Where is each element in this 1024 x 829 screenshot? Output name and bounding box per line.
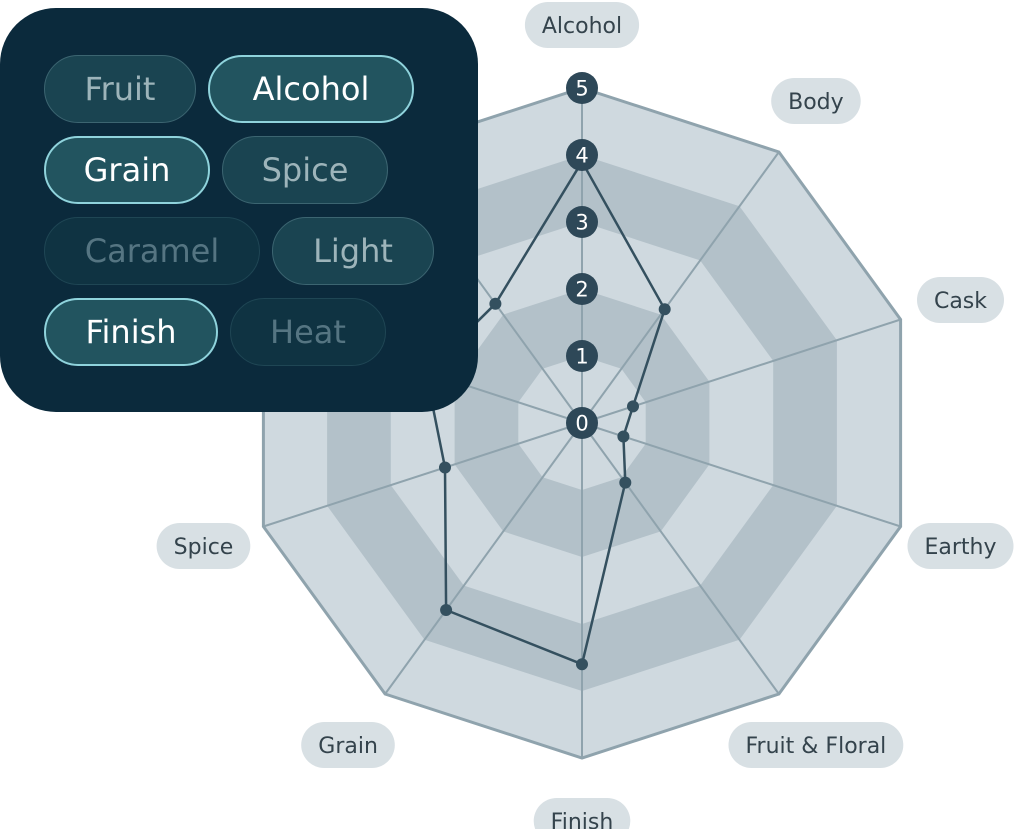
radar-ticks: 0 1 2 3 4 5 — [566, 72, 598, 439]
radar-tick-badge-2 — [566, 273, 598, 305]
axis-label-cask: Cask — [917, 277, 1004, 323]
svg-text:Spice: Spice — [174, 535, 234, 560]
radar-tick-badge-3 — [566, 206, 598, 238]
svg-text:Grain: Grain — [318, 734, 378, 759]
svg-text:Earthy: Earthy — [924, 535, 996, 560]
svg-text:Fruit & Floral: Fruit & Floral — [746, 734, 887, 759]
filter-chip-fruit[interactable]: Fruit — [44, 55, 196, 123]
axis-label-finish: Finish — [533, 798, 631, 829]
radar-spoke-6 — [384, 422, 583, 695]
axis-label-alcohol: Alcohol — [524, 2, 640, 48]
filter-panel: Fruit Alcohol Grain Spice Caramel Light … — [0, 8, 478, 412]
radar-spoke-3 — [581, 422, 901, 528]
radar-spoke-7 — [263, 422, 583, 528]
radar-tick-label-3: 3 — [575, 211, 588, 235]
radar-tick-label-5: 5 — [575, 77, 588, 101]
radar-tick-badge-0 — [566, 407, 598, 439]
axis-label-grain: Grain — [301, 722, 395, 768]
radar-point-1 — [658, 303, 671, 316]
filter-chip-alcohol[interactable]: Alcohol — [208, 55, 414, 123]
svg-text:Body: Body — [788, 90, 844, 115]
radar-point-2 — [627, 400, 639, 413]
radar-spoke-1 — [581, 151, 780, 424]
radar-tick-label-2: 2 — [575, 278, 588, 302]
filter-chip-heat[interactable]: Heat — [230, 298, 386, 366]
filter-chip-light[interactable]: Light — [272, 217, 434, 285]
radar-tick-label-4: 4 — [575, 144, 588, 168]
radar-point-6 — [440, 604, 453, 616]
axis-label-earthy: Earthy — [907, 523, 1014, 569]
svg-text:Cask: Cask — [934, 289, 987, 314]
radar-point-4 — [619, 476, 632, 489]
axis-label-body: Body — [771, 78, 861, 124]
radar-tick-label-0: 0 — [575, 412, 588, 436]
svg-text:Alcohol: Alcohol — [542, 14, 622, 39]
filter-chip-caramel[interactable]: Caramel — [44, 217, 260, 285]
radar-tick-badge-1 — [566, 340, 598, 372]
axis-label-fruit-floral: Fruit & Floral — [728, 722, 904, 768]
radar-point-7 — [439, 461, 451, 474]
svg-text:Finish: Finish — [551, 810, 614, 829]
radar-tick-badge-5 — [566, 72, 598, 104]
radar-point-9 — [489, 297, 502, 310]
radar-tick-badge-4 — [566, 139, 598, 171]
radar-tick-label-1: 1 — [575, 345, 588, 369]
radar-point-5 — [576, 658, 588, 671]
radar-spoke-4 — [581, 422, 780, 695]
filter-chip-grain[interactable]: Grain — [44, 136, 210, 204]
axis-label-spice: Spice — [156, 523, 251, 569]
filter-chip-spice[interactable]: Spice — [222, 136, 388, 204]
filter-chip-finish[interactable]: Finish — [44, 298, 218, 366]
radar-point-3 — [617, 430, 630, 443]
